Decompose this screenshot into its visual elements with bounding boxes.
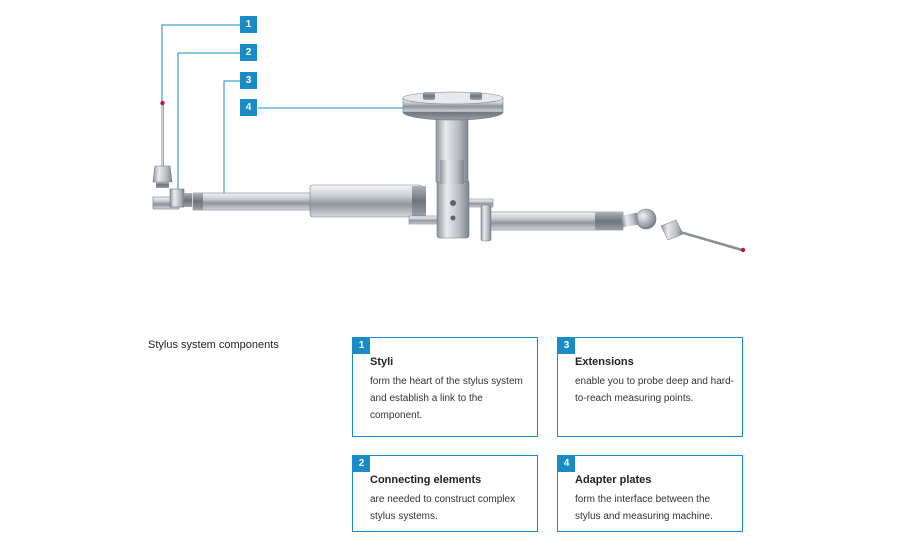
card-number: 3 (558, 338, 575, 354)
card-title: Adapter plates (575, 474, 652, 486)
card-description: enable you to probe deep and hard-to-rea… (575, 376, 735, 404)
stylus-system-diagram (152, 24, 746, 253)
card-adapter-plates: 4 Adapter plates form the interface betw… (557, 455, 743, 532)
central-joint (408, 179, 494, 239)
leader-line-2 (177, 52, 240, 193)
card-title: Extensions (575, 356, 634, 368)
callout-badge-4: 4 (240, 99, 257, 116)
leader-line-1 (161, 24, 240, 103)
extension-right (480, 204, 624, 242)
stylus-vertical (152, 100, 173, 188)
adapter-plate (402, 91, 504, 121)
card-description: form the heart of the stylus system and … (370, 376, 523, 421)
card-number: 4 (558, 456, 575, 472)
leader-line-3 (223, 80, 240, 197)
card-description: form the interface between the stylus an… (575, 494, 713, 522)
card-number: 2 (353, 456, 370, 472)
callout-badge-3: 3 (240, 72, 257, 89)
callout-badge-2: 2 (240, 44, 257, 61)
card-number: 1 (353, 338, 370, 354)
section-title: Stylus system components (148, 339, 279, 351)
card-title: Connecting elements (370, 474, 482, 486)
card-styli: 1 Styli form the heart of the stylus sys… (352, 337, 538, 437)
extension-left (192, 184, 426, 218)
card-description: are needed to construct complex stylus s… (370, 494, 516, 522)
connecting-element-left (152, 188, 192, 210)
card-title: Styli (370, 356, 394, 368)
callout-leaders (161, 24, 430, 197)
stylus-angled (621, 208, 746, 253)
card-extensions: 3 Extensions enable you to probe deep an… (557, 337, 743, 437)
card-connecting-elements: 2 Connecting elements are needed to cons… (352, 455, 538, 532)
vertical-column (435, 117, 469, 184)
callout-badge-1: 1 (240, 16, 257, 33)
